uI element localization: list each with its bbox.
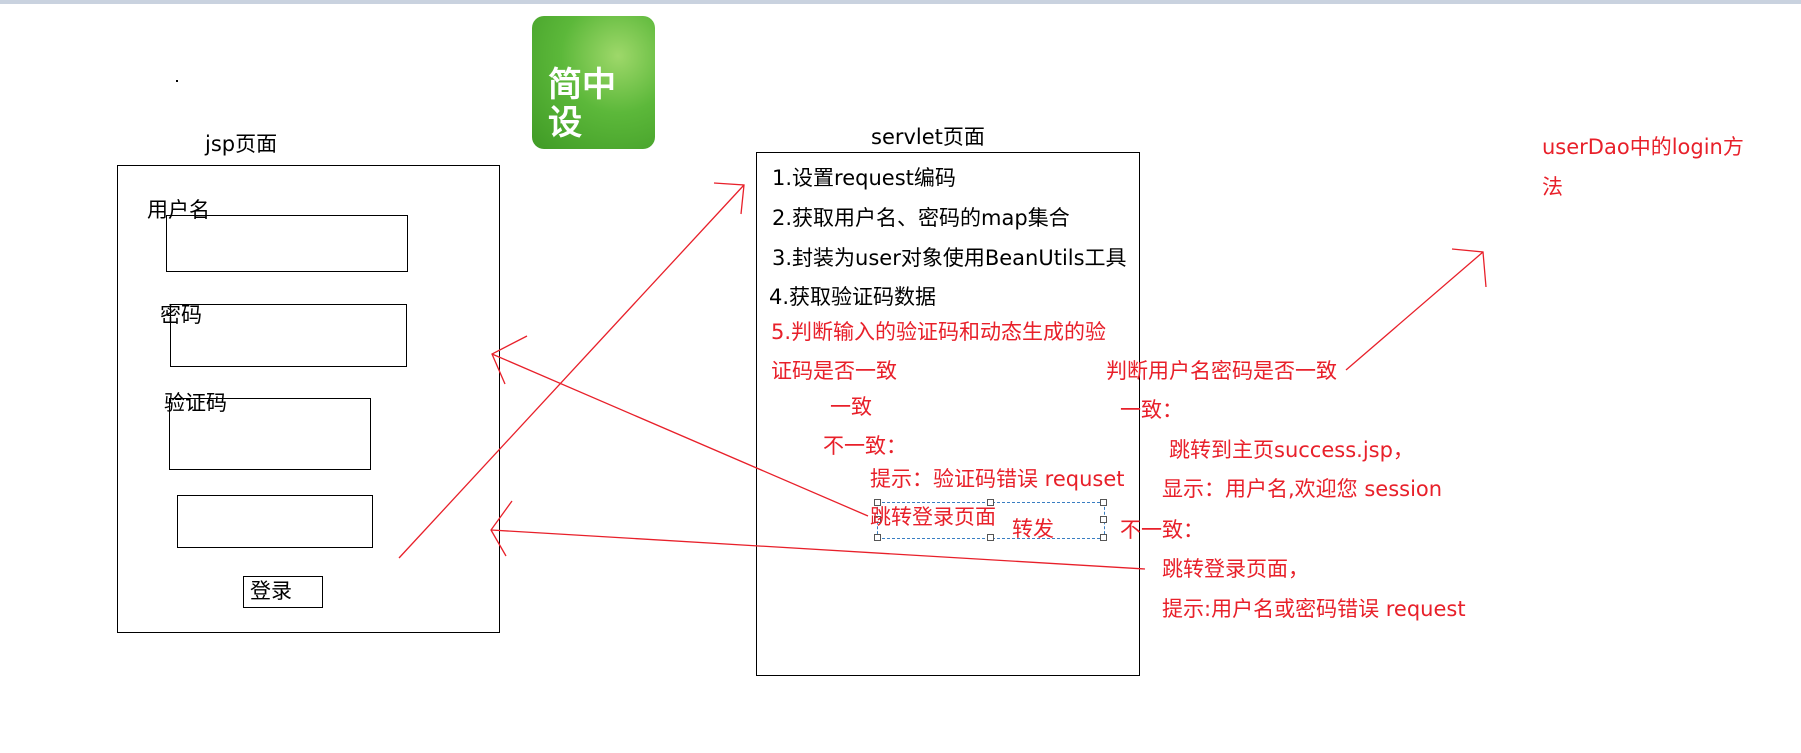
servlet-step-5-line1: 5.判断输入的验证码和动态生成的验: [771, 320, 1107, 344]
dao-note-line2: 法: [1542, 175, 1563, 199]
selection-handle[interactable]: [987, 499, 994, 506]
captcha-input[interactable]: [169, 398, 371, 470]
selection-handle[interactable]: [874, 499, 881, 506]
arrow-jsp-to-servlet: [398, 184, 745, 559]
jsp-page-frame: [117, 165, 500, 633]
arrow-captcha-back-to-jsp: [491, 353, 869, 517]
selection-handle[interactable]: [874, 534, 881, 541]
captcha-mismatch: 不一致：: [823, 434, 907, 458]
captcha-match: 一致: [830, 395, 872, 419]
check-error-hint: 提示:用户名或密码错误 request: [1162, 597, 1466, 621]
password-label: 密码: [160, 303, 202, 327]
servlet-step-5-line2: 证码是否一致: [771, 359, 897, 383]
servlet-step-1: 1.设置request编码: [772, 166, 956, 190]
selection-handle[interactable]: [1100, 516, 1107, 523]
username-input[interactable]: [166, 215, 408, 272]
arrow-login-back-to-jsp: [490, 529, 1146, 570]
check-match: 一致：: [1120, 398, 1183, 422]
selection-handle[interactable]: [1100, 499, 1107, 506]
check-goto-login: 跳转登录页面，: [1162, 557, 1309, 581]
login-button[interactable]: 登录: [243, 576, 323, 608]
check-title: 判断用户名密码是否一致: [1106, 359, 1337, 383]
selection-handle[interactable]: [987, 534, 994, 541]
servlet-step-4: 4.获取验证码数据: [769, 285, 937, 309]
logo-text: 简中设: [548, 65, 616, 143]
check-mismatch: 不一致：: [1120, 518, 1204, 542]
captcha-image: [177, 495, 373, 548]
username-label: 用户名: [147, 198, 210, 222]
arrowhead-jsp-to-servlet: [713, 182, 745, 215]
captcha-error-hint: 提示：验证码错误 requset: [870, 467, 1125, 491]
selection-handle[interactable]: [874, 516, 881, 523]
servlet-title: servlet页面: [871, 125, 985, 149]
selection-handle[interactable]: [1100, 534, 1107, 541]
forward-label: 转发: [1012, 517, 1054, 541]
stray-dot: [176, 80, 178, 82]
servlet-page-frame: [756, 152, 1140, 676]
arrowhead-captcha-back-to-jsp: [491, 335, 528, 385]
password-input[interactable]: [170, 304, 407, 367]
captcha-goto-login: 跳转登录页面: [870, 505, 996, 529]
window-top-bar: [0, 0, 1801, 4]
arrowhead-login-back-to-jsp: [490, 500, 513, 557]
check-goto-success: 跳转到主页success.jsp，: [1169, 438, 1414, 462]
arrow-check-to-dao: [1345, 251, 1484, 371]
arrowhead-check-to-dao: [1451, 248, 1487, 288]
servlet-step-3: 3.封装为user对象使用BeanUtils工具: [772, 246, 1127, 270]
check-show-welcome: 显示：用户名,欢迎您 session: [1162, 477, 1443, 501]
servlet-step-2: 2.获取用户名、密码的map集合: [772, 206, 1070, 230]
login-button-label: 登录: [250, 579, 292, 603]
jsp-title: jsp页面: [205, 132, 278, 156]
dao-note-line1: userDao中的login方: [1542, 135, 1744, 159]
captcha-label: 验证码: [164, 391, 227, 415]
logo: 简中设: [532, 16, 655, 149]
